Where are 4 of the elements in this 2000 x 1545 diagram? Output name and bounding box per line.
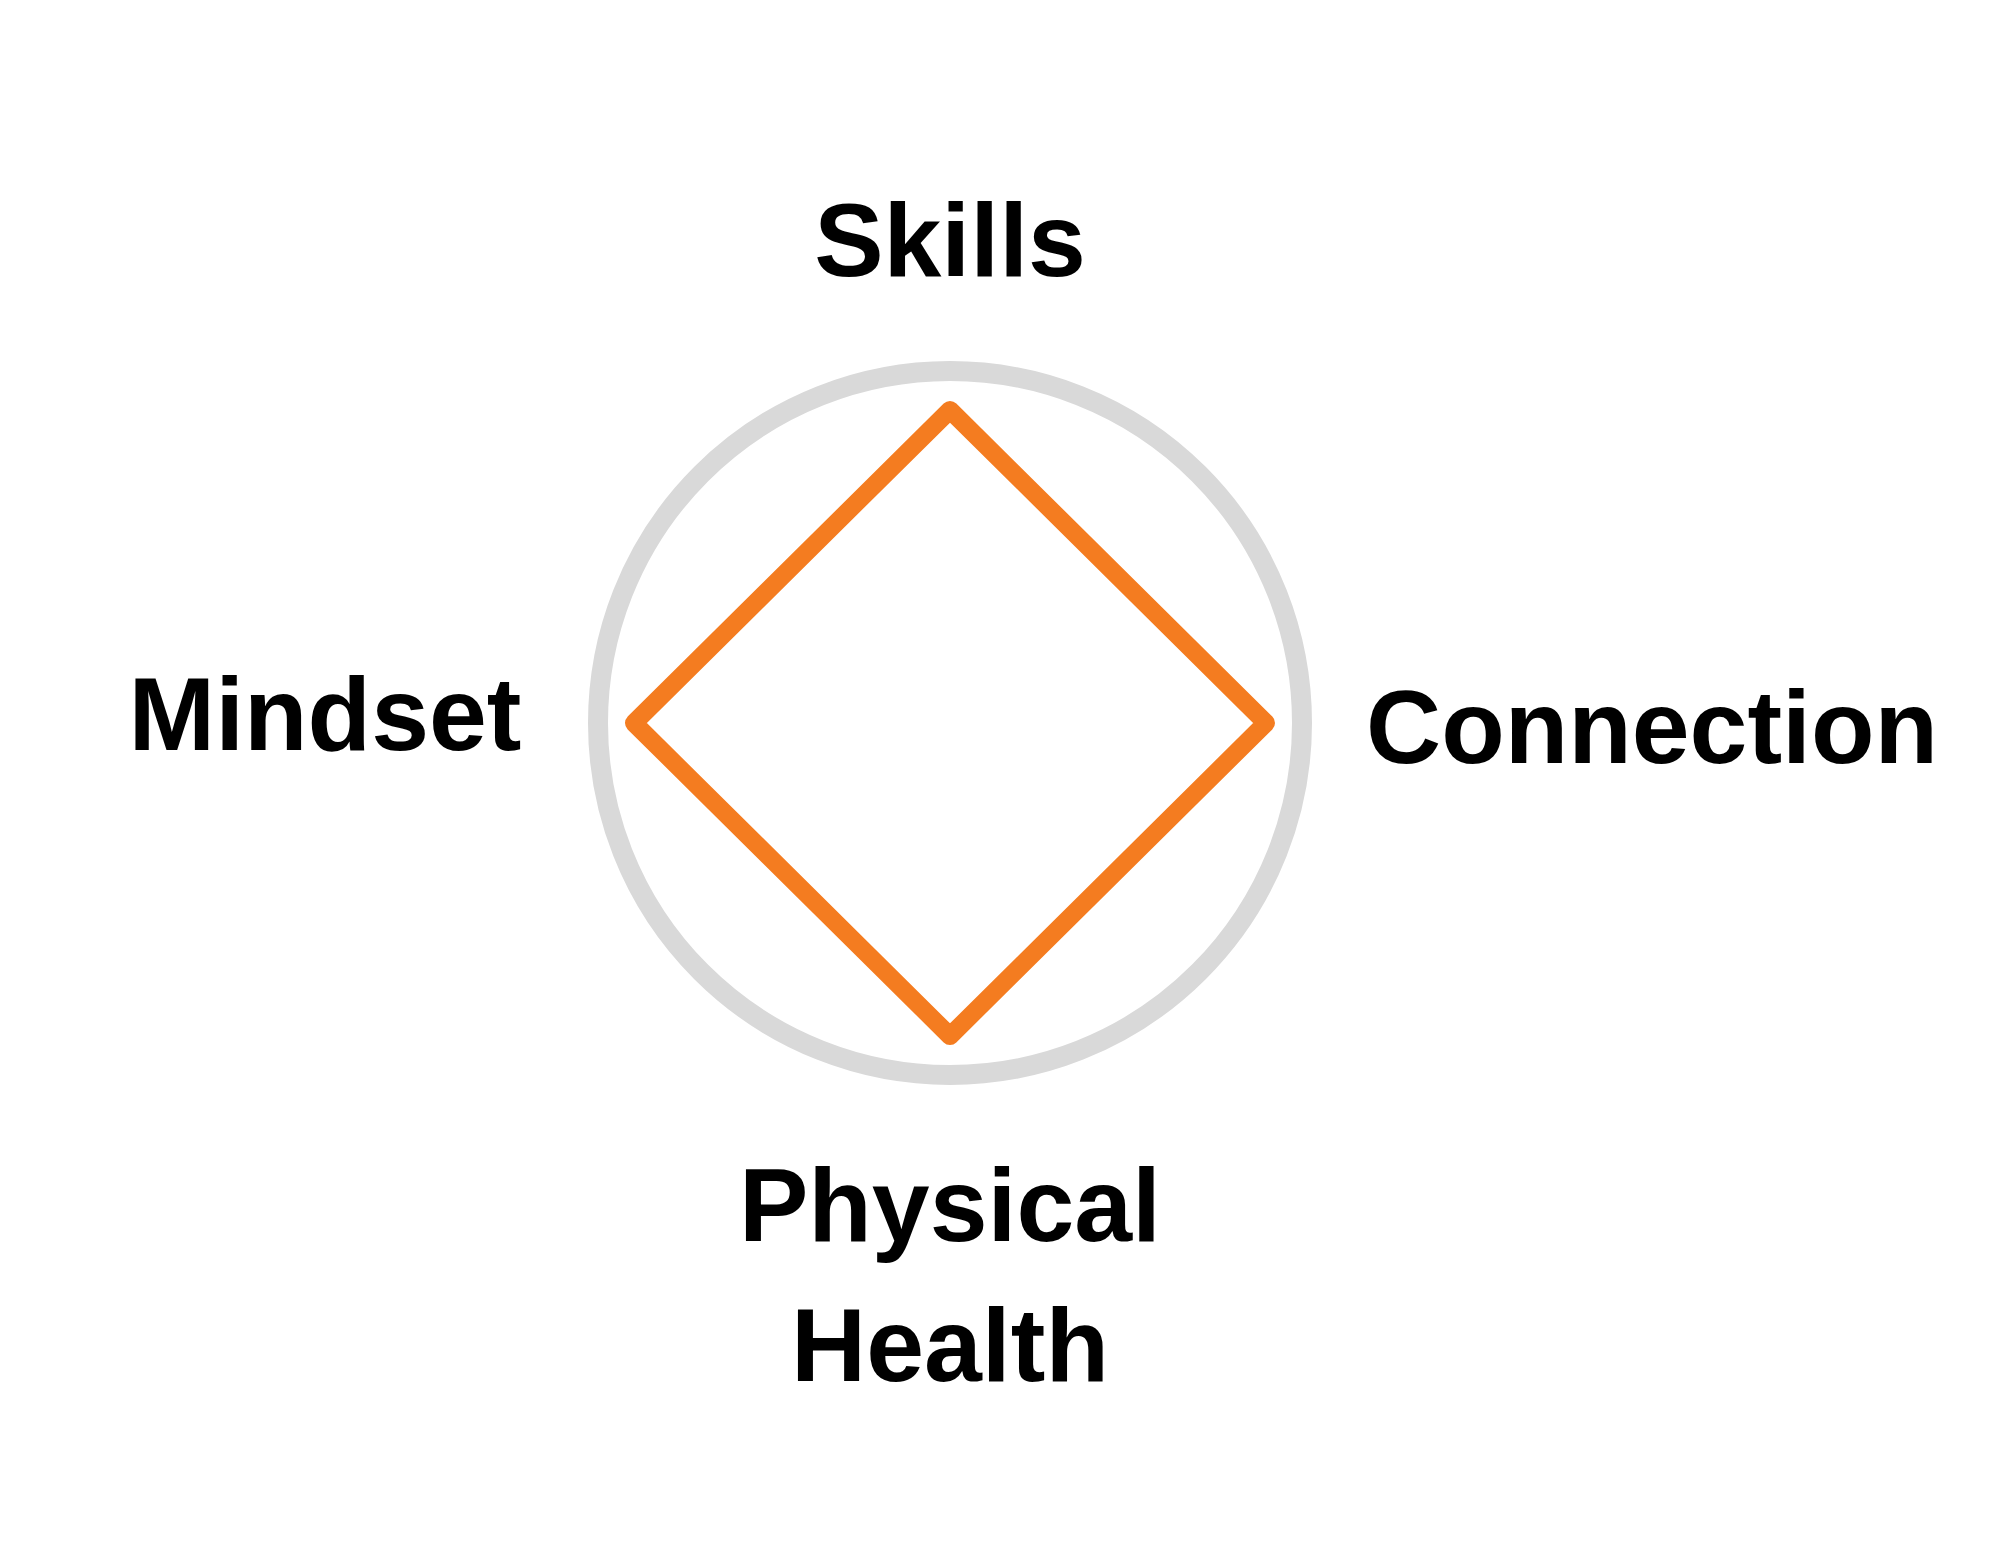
category-label: Mindset [128, 655, 522, 774]
category-label: Skills [814, 181, 1086, 300]
category-label: Physical Health [737, 1146, 1162, 1405]
category-label: Connection [1366, 668, 1938, 787]
